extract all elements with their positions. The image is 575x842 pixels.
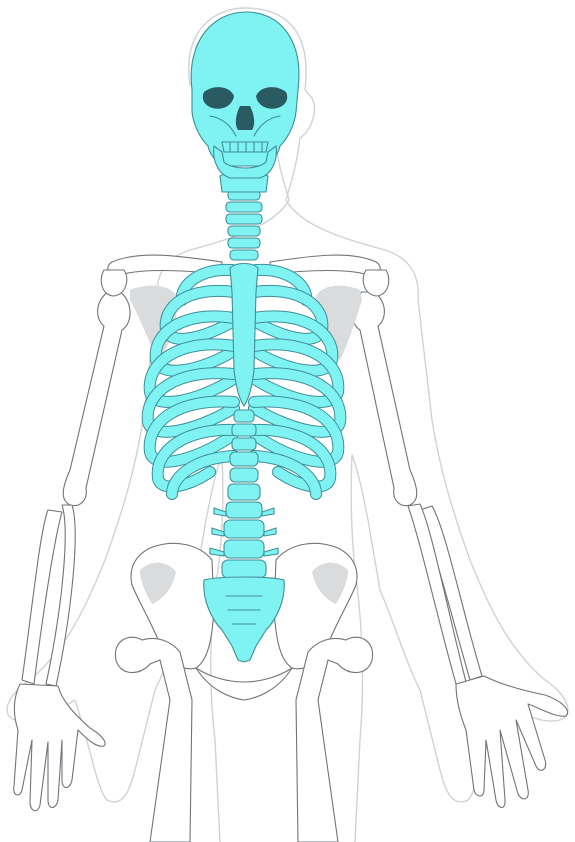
left-humerus [63,292,130,506]
left-acromion [101,270,127,296]
right-humerus [352,292,417,506]
left-hand [14,684,105,811]
left-arm [14,292,130,811]
sacrum [204,577,285,662]
teeth-upper [222,142,268,152]
right-hand [456,676,568,808]
left-femur-head [115,637,192,842]
nasal-cavity [236,106,254,130]
skull [191,12,299,178]
right-femur-head [296,637,373,842]
right-arm [352,292,568,808]
